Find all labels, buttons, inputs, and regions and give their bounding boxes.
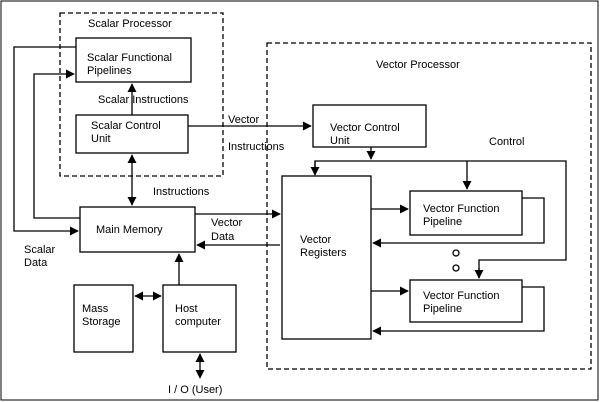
vector-registers-block: Vector Registers (281, 175, 372, 340)
scalar-control-line-1: Scalar Control (91, 120, 161, 132)
instructions-label: Instructions (153, 186, 210, 198)
host-computer-block: Host computer (162, 284, 237, 353)
scalar-control-unit-block: Scalar Control Unit (75, 114, 189, 154)
vector-control-unit-block: Vector Control Unit (312, 104, 427, 148)
scalar-pipelines-line-2: Pipelines (87, 65, 132, 77)
vector-instructions-label-1: Vector (228, 114, 260, 126)
scalar-processor-group (59, 12, 224, 177)
mass-storage-block: Mass Storage (73, 284, 134, 353)
scalar-control-line-2: Unit (91, 133, 111, 145)
control-label: Control (489, 136, 524, 148)
vector-registers-line-2: Registers (300, 247, 347, 259)
vector-instructions-label-2: Instructions (228, 141, 285, 153)
vector-control-line-2: Unit (330, 135, 350, 147)
scalar-data-arrow (13, 46, 79, 236)
scalar-data-label-1: Scalar (24, 244, 56, 256)
vfp-2-line-1: Vector Function (423, 290, 499, 302)
ellipsis-dot-1 (452, 249, 460, 257)
ellipsis-dot-2 (452, 264, 460, 272)
scalar-processor-label: Scalar Processor (88, 18, 172, 30)
vector-data-label-2: Data (211, 231, 235, 243)
scalar-instructions-label: Scalar Instructions (98, 94, 189, 106)
scalar-functional-pipelines-block: Scalar Functional Pipelines (75, 37, 192, 83)
host-computer-line-2: computer (175, 316, 221, 328)
mass-storage-line-2: Storage (82, 316, 121, 328)
mass-storage-line-1: Mass (82, 303, 109, 315)
main-memory-block: Main Memory (79, 206, 196, 253)
pipeline-1-return-arrow (372, 197, 545, 248)
vector-function-pipeline-1-block: Vector Function Pipeline (409, 190, 523, 236)
memory-to-pipelines-arrow (33, 69, 80, 219)
vector-data-label-1: Vector (211, 217, 243, 229)
vector-processor-label: Vector Processor (376, 59, 460, 71)
io-user-label: I / O (User) (168, 384, 222, 396)
vfp-1-line-2: Pipeline (423, 216, 462, 228)
vector-function-pipeline-2-block: Vector Function Pipeline (409, 279, 523, 323)
vector-processor-group (266, 42, 592, 370)
scalar-data-label-2: Data (24, 257, 48, 269)
scalar-pipelines-line-1: Scalar Functional (87, 52, 172, 64)
host-computer-line-1: Host (175, 303, 198, 315)
vfp-2-line-2: Pipeline (423, 303, 462, 315)
main-memory-label: Main Memory (96, 224, 163, 236)
vfp-1-line-1: Vector Function (423, 203, 499, 215)
pipeline-2-return-arrow (372, 286, 545, 336)
vector-control-line-1: Vector Control (330, 122, 400, 134)
vector-registers-line-1: Vector (300, 234, 332, 246)
